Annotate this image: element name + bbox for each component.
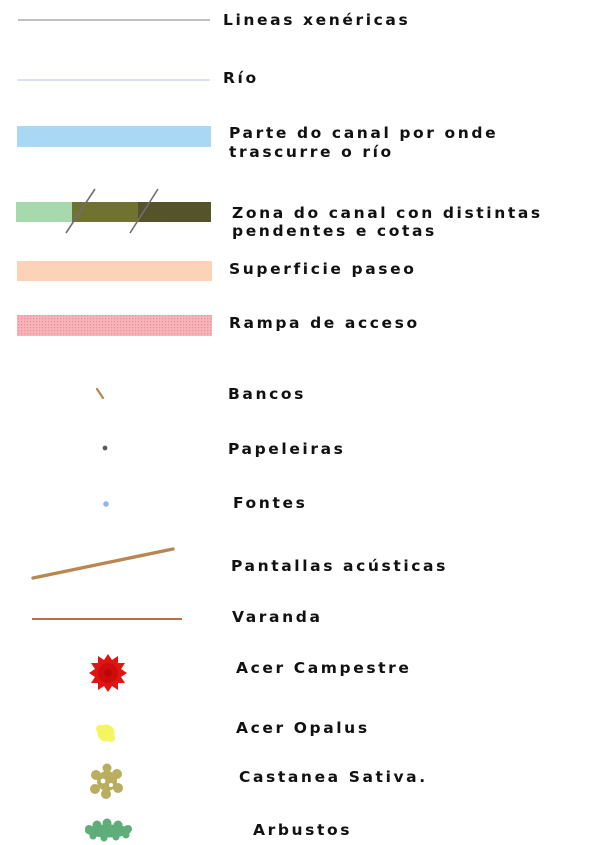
label-arbustos: Arbustos — [253, 821, 353, 839]
canal-zone-swatch — [16, 188, 211, 234]
bin-icon — [102, 445, 108, 451]
bench-icon — [95, 387, 105, 400]
label-fontes: Fontes — [233, 494, 308, 512]
access-ramp-swatch — [17, 315, 212, 336]
castanea-sativa-tree-icon — [90, 763, 123, 799]
label-papeleiras: Papeleiras — [228, 440, 346, 458]
label-pantallas-acusticas: Pantallas acústicas — [231, 557, 448, 575]
acer-campestre-tree-icon — [89, 654, 127, 692]
label-rio: Río — [223, 69, 259, 87]
label-varanda: Varanda — [232, 608, 323, 626]
label-acer-opalus: Acer Opalus — [236, 719, 370, 737]
label-bancos: Bancos — [228, 385, 306, 403]
canal-part-swatch — [17, 126, 211, 147]
label-parte-canal-line1: Parte do canal por onde — [229, 124, 499, 142]
label-acer-campestre: Acer Campestre — [236, 659, 412, 677]
label-zona-canal-line1: Zona do canal con distintas — [232, 204, 543, 222]
label-superficie-paseo: Superficie paseo — [229, 260, 417, 278]
label-lineas-xenericas: Lineas xenéricas — [223, 11, 411, 29]
label-parte-canal-line2: trascurre o río — [229, 143, 394, 161]
promenade-surface-swatch — [17, 261, 212, 281]
acer-opalus-tree-icon — [96, 724, 115, 742]
label-rampa-acceso: Rampa de acceso — [229, 314, 420, 332]
label-zona-canal-line2: pendentes e cotas — [232, 222, 437, 240]
fountain-icon — [103, 501, 109, 507]
shrub-icon — [85, 818, 132, 842]
label-castanea-sativa: Castanea Sativa. — [239, 768, 428, 786]
acoustic-screen-symbol — [31, 547, 175, 580]
